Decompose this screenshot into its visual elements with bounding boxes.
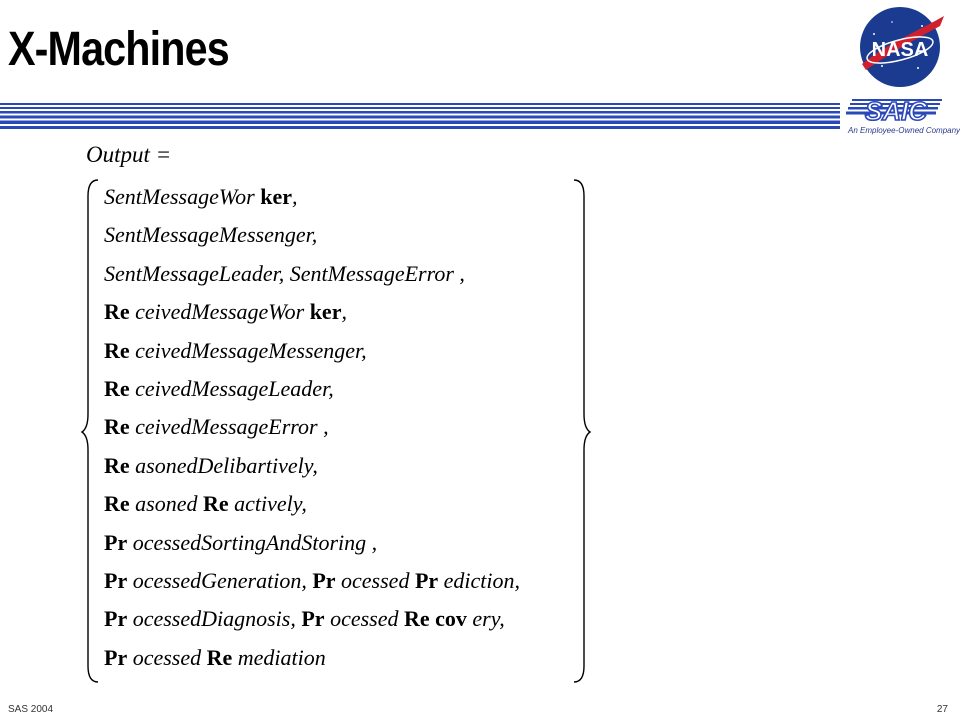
equation-label: Output = [86,142,172,167]
equation-bold-fragment: Re [104,491,130,517]
equation-bold-fragment: Re [206,644,233,670]
brace-pair [80,179,592,683]
equation-bold-fragment: Re [104,452,130,478]
equation-bold-fragment: Pr [104,529,128,555]
equation-line: Re ceivedMessageLeader, [104,376,334,402]
equation-line: SentMessageMessenger, [104,222,317,248]
equation-bold-fragment: Pr [414,568,439,593]
header-stripes [0,103,840,129]
equation-italic-fragment: ceivedMessageLeader, [129,376,334,401]
equation-italic-fragment: ocessedGeneration, [127,568,313,593]
equation-italic-fragment: asonedDelibartively, [129,452,318,478]
equation-bold-fragment: Pr [312,568,336,593]
equation-bold-fragment: Pr [104,568,128,593]
left-brace [80,179,99,683]
equation-bold-fragment: ker [254,184,292,209]
equation-bold-fragment: Re [403,606,430,632]
equation-bold-fragment: Re [104,414,130,440]
equation-bold-fragment: Re [202,491,229,517]
equation-bold-fragment: Pr [301,606,325,632]
nasa-logo: NASA [860,7,944,87]
equation-bold-fragment: Re [104,337,130,363]
equation-line: Re ceivedMessageMessenger, [104,338,367,364]
equation-italic-fragment: ocessed [335,568,415,593]
page-number: 27 [936,704,948,715]
right-brace [573,179,592,683]
equation-line: Pr ocessedSortingAndStoring , [104,530,377,556]
equation-italic-fragment: SentMessageMessenger, [104,222,318,248]
equation-italic-fragment: ceivedMessageMessenger, [129,337,367,363]
saic-logo: SAIC [846,96,942,127]
equation-line: Pr ocessedDiagnosis, Pr ocessed Re cov e… [104,606,505,632]
equation-line: Re ceivedMessageError , [104,414,329,440]
equation-bold-fragment: Pr [104,644,128,670]
equation-italic-fragment: ocessed [127,644,207,670]
equation-line: Re ceivedMessageWor ker, [104,299,347,325]
equation-italic-fragment: ocessedSortingAndStoring , [127,529,378,555]
equation-bold-fragment: ker [304,299,342,325]
equation-bold-fragment: Re [104,299,130,325]
equation-italic-fragment: ery, [466,606,505,632]
slide-title: X-Machines [8,23,230,76]
saic-tagline: An Employee-Owned Company [848,126,960,135]
equation-italic-fragment: , [341,299,347,325]
equation-italic-fragment: ediction, [438,568,521,593]
equation-line: SentMessageWor ker, [104,184,298,210]
equation-italic-fragment: ceivedMessageWor [129,299,305,325]
nasa-logo-text: NASA [872,39,929,61]
equation-line: SentMessageLeader, SentMessageError , [104,261,465,287]
equation-line: Re asoned Re actively, [104,491,307,517]
equation-italic-fragment: ocessed [324,606,404,632]
equation-italic-fragment: ocessedDiagnosis, [127,606,302,632]
equation-italic-fragment: , [292,184,298,209]
equation-italic-fragment: mediation [232,644,326,670]
equation-italic-fragment: asoned [129,491,203,517]
equation-italic-fragment: SentMessageLeader, SentMessageError , [104,260,465,286]
footer-label: SAS 2004 [8,704,54,715]
saic-logo-text: SAIC [865,96,928,126]
equation-bold-fragment: Pr [104,606,128,632]
equation-italic-fragment: ceivedMessageError , [129,414,329,440]
equation-italic-fragment: actively, [228,491,307,517]
equation-italic-fragment: SentMessageWor [104,184,255,209]
equation-line: Pr ocessedGeneration, Pr ocessed Pr edic… [104,568,520,594]
equation-bold-fragment: cov [429,606,467,632]
equation-line: Re asonedDelibartively, [104,453,318,479]
equation-line: Pr ocessed Re mediation [104,645,326,671]
equation-bold-fragment: Re [104,376,130,401]
